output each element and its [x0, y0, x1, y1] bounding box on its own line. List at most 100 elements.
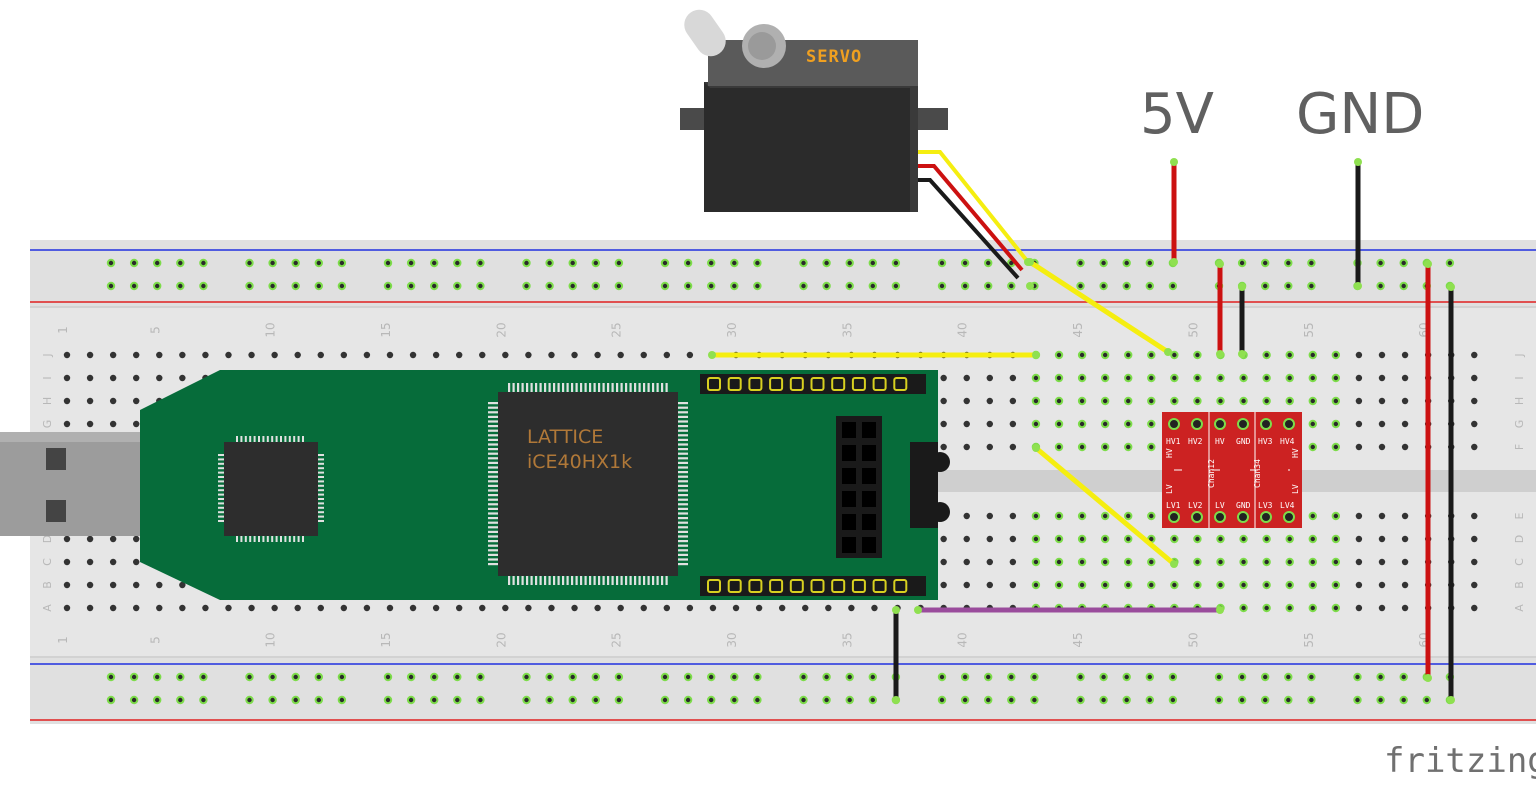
hole	[963, 581, 970, 589]
hole	[1262, 373, 1271, 383]
hole	[1262, 534, 1271, 544]
column-number: 30	[725, 322, 739, 337]
chip-pin	[249, 536, 252, 542]
hole	[986, 374, 993, 382]
hole	[1355, 581, 1363, 589]
hole	[1401, 535, 1409, 543]
chip-pin	[678, 563, 688, 566]
column-number: 50	[1186, 632, 1200, 647]
hole	[548, 604, 555, 612]
hole	[179, 351, 186, 359]
chip-pin	[318, 462, 324, 465]
hole	[1147, 557, 1156, 567]
rail-hole	[1099, 281, 1108, 291]
hole	[1239, 373, 1248, 383]
hole	[109, 535, 117, 543]
hole	[1009, 535, 1017, 543]
hole	[1170, 350, 1179, 360]
wire-end	[1216, 350, 1224, 358]
rail-hole	[683, 695, 693, 705]
ls-top-pin-1: HV1	[1166, 437, 1181, 446]
hole	[1239, 580, 1248, 590]
chip-pin	[634, 383, 637, 392]
hole	[1031, 396, 1041, 406]
rail-hole	[453, 695, 462, 705]
hole	[1471, 535, 1478, 543]
hole	[1170, 534, 1179, 544]
hole	[502, 604, 509, 612]
rail-hole	[984, 695, 993, 705]
chip-pin	[488, 553, 498, 556]
rail-hole	[960, 672, 970, 682]
hole	[1124, 350, 1133, 360]
rail-hole	[1122, 258, 1131, 268]
chip-pin	[678, 530, 688, 533]
hole	[963, 397, 970, 405]
chip-pin	[284, 436, 287, 442]
chip-pin	[544, 383, 547, 392]
row-letter: I	[41, 376, 54, 379]
chip-pin	[488, 415, 498, 418]
hole	[1077, 396, 1087, 406]
rail-hole	[730, 281, 739, 291]
chip-pin	[488, 544, 498, 547]
chip-pin	[571, 383, 574, 392]
wire-end	[1447, 283, 1455, 291]
rail-hole	[522, 281, 531, 291]
hole	[1285, 373, 1294, 383]
hole	[617, 604, 624, 612]
chip-pin	[488, 452, 498, 455]
hole	[963, 512, 970, 520]
column-number: 35	[840, 322, 854, 337]
rail-hole	[1214, 672, 1224, 682]
chip-pin	[678, 521, 688, 524]
hole	[1077, 419, 1087, 429]
wire-end	[1354, 158, 1362, 166]
rail-hole	[199, 281, 208, 291]
label-5v: 5V	[1140, 82, 1214, 147]
rail-hole	[430, 281, 439, 291]
hole	[317, 604, 324, 612]
hole	[986, 535, 993, 543]
ls-top-pin-3: HV	[1215, 437, 1225, 446]
chip-pin	[488, 475, 498, 478]
rail-hole	[614, 281, 624, 291]
hole	[1378, 512, 1386, 520]
chip-pin	[678, 503, 688, 506]
fritzing-watermark: fritzing	[1384, 741, 1536, 781]
ls-channel-34: Chan34	[1253, 459, 1262, 488]
column-number: 15	[379, 632, 393, 647]
hole	[1147, 373, 1156, 383]
hole	[86, 351, 94, 359]
chip-pin	[218, 502, 224, 505]
chip-pin	[266, 436, 269, 442]
rail-hole	[984, 672, 993, 682]
chip-pin	[488, 466, 498, 469]
chip-pin	[218, 493, 224, 496]
hole	[1308, 396, 1317, 406]
hole	[1193, 580, 1202, 590]
chip-pin	[652, 576, 655, 585]
rail-hole	[153, 695, 162, 705]
rail-hole	[453, 281, 462, 291]
chip-pin	[318, 458, 324, 461]
hole	[1077, 442, 1087, 452]
chip-pin	[571, 576, 574, 585]
chip-pin	[625, 383, 628, 392]
header-pin	[851, 377, 866, 391]
chip-pin	[678, 461, 688, 464]
column-number: 55	[1302, 322, 1316, 337]
row-letter: G	[41, 420, 54, 429]
chip-pin	[218, 506, 224, 509]
hole	[663, 351, 671, 359]
rail-hole	[1353, 672, 1362, 682]
rail-hole	[1261, 281, 1270, 291]
hole	[963, 374, 970, 382]
chip-pin	[249, 436, 252, 442]
chip-pin	[678, 553, 688, 556]
column-number: 20	[494, 632, 508, 647]
column-number: 10	[264, 632, 278, 647]
connector-pin	[842, 514, 856, 530]
rail-hole	[1099, 258, 1108, 268]
chip-pin	[678, 475, 688, 478]
